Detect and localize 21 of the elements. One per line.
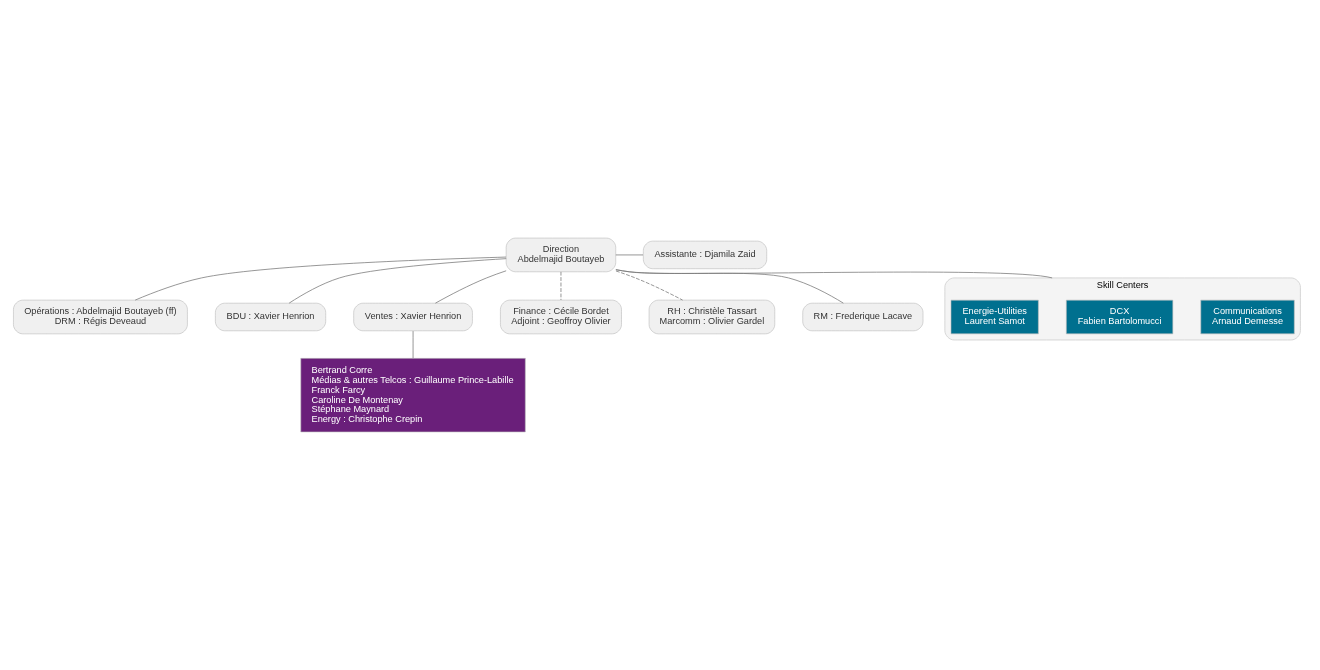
node-box: Communications Arnaud Demesse — [1200, 299, 1295, 335]
connector — [615, 254, 644, 256]
node-box: RH : Christèle Tassart Marcomm : Olivier Gardel — [648, 299, 776, 335]
node-box: BDU : Xavier Henrion — [215, 302, 326, 332]
connector — [615, 269, 1053, 279]
connector — [435, 270, 507, 304]
connector — [560, 271, 562, 301]
node-box: Energie-Utilities Laurent Samot — [950, 299, 1039, 335]
node-box: RM : Frederique Lacave — [802, 302, 924, 332]
connector — [615, 270, 683, 301]
node-box: Opérations : Abdelmajid Boutayeb (ff) DRM : Régis Deveaud — [13, 299, 188, 335]
connector — [134, 256, 507, 301]
connector — [288, 258, 507, 304]
node-box: Finance : Cécile Bordet Adjoint : Geoffroy Olivier — [500, 299, 622, 335]
node-box: Bertrand Corre Médias & autres Telcos : Guillaume Prince-Labille Franck Farcy Caroline De Montenay Stéphane Maynard Energy : Christophe Crepin — [300, 358, 526, 433]
node-box: Direction Abdelmajid Boutayeb — [505, 237, 617, 273]
node-box: DCX Fabien Bartolomucci — [1066, 299, 1174, 335]
node-box: Ventes : Xavier Henrion — [353, 302, 473, 332]
connector — [615, 269, 844, 304]
node-box: Assistante : Djamila Zaid — [643, 240, 767, 270]
connector — [412, 330, 414, 359]
